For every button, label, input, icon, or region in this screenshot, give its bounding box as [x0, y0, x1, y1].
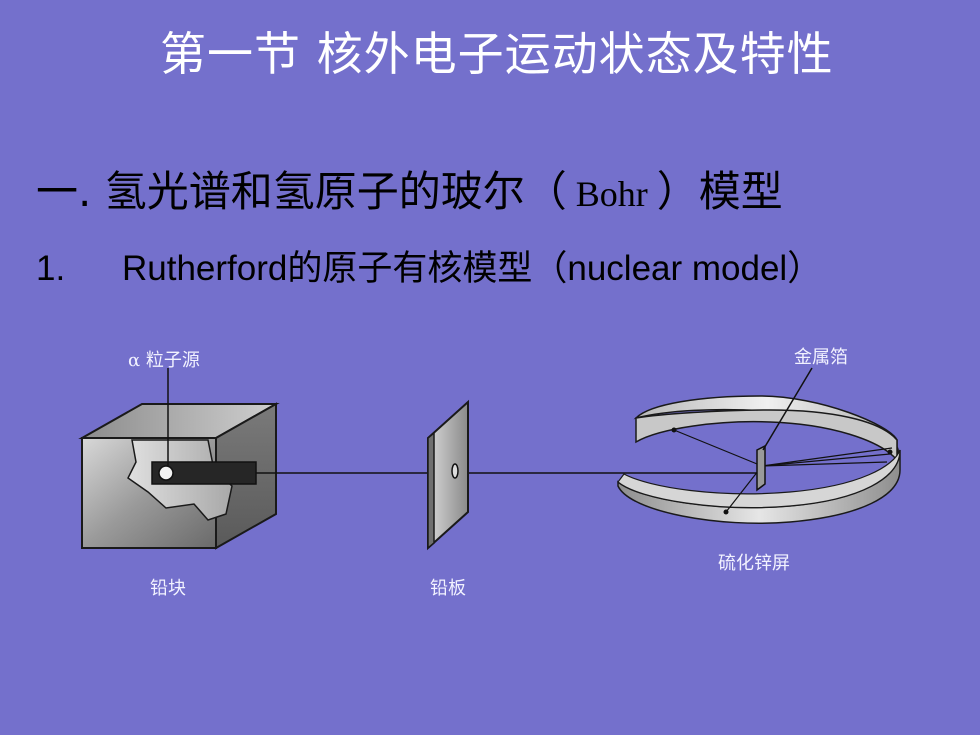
zns-screen-ring [617, 367, 901, 525]
metal-foil-pointer [762, 367, 813, 451]
scintillation-dots [671, 427, 893, 515]
subsection-text: Rutherford的原子有核模型（nuclear model） [122, 249, 823, 288]
metal-foil-label: 金属箔 [794, 347, 848, 368]
heading-bohr: Bohr [566, 174, 657, 214]
lead-block-label: 铅块 [150, 578, 186, 599]
metal-foil [756, 444, 766, 492]
plate-hole [451, 463, 459, 479]
alpha-source-dot [158, 465, 174, 481]
lead-plate-label: 铅板 [430, 578, 466, 599]
heading-suffix: ）模型 [656, 167, 783, 216]
section-heading: 一. 氢光谱和氢原子的玻尔（ Bohr ）模型 [36, 158, 783, 219]
heading-prefix: 一. 氢光谱和氢原子的玻尔（ [36, 167, 567, 216]
lead-block [78, 402, 280, 550]
subsection-number: 1. [36, 249, 66, 288]
zns-screen-label: 硫化锌屏 [718, 553, 790, 574]
subsection-heading: 1. Rutherford的原子有核模型（nuclear model） [36, 240, 822, 291]
slide-title: 第一节 核外电子运动状态及特性 [160, 27, 834, 81]
lead-plate [427, 399, 469, 551]
alpha-source-label: α 粒子源 [128, 350, 200, 371]
scatter-paths [673, 429, 893, 513]
